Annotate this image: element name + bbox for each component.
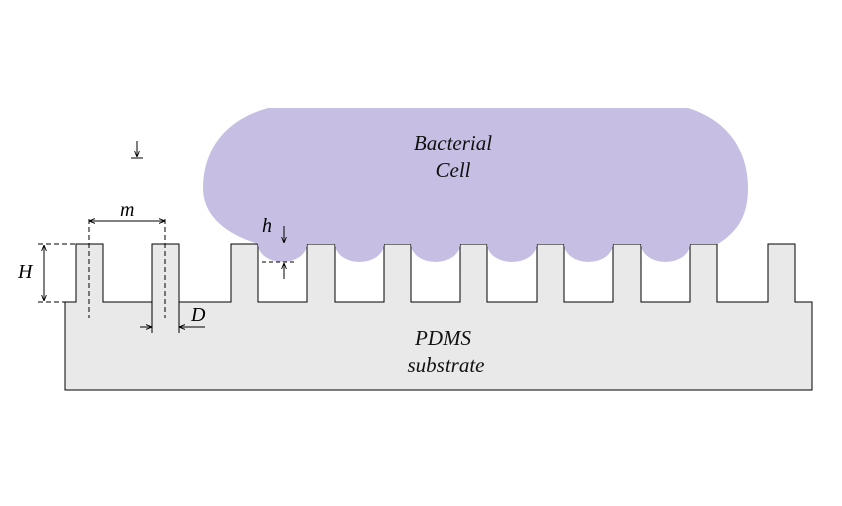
H-dimension [38,243,76,303]
small-down-arrow-icon [131,141,143,159]
D-label: D [190,304,206,326]
m-label: m [120,199,134,221]
membrane-bulge [258,244,307,262]
membrane-bulge [335,244,384,262]
h-label: h [262,215,272,237]
cell-label-line1: Bacterial [414,131,492,155]
h-dimension [262,226,294,279]
pdms-substrate [64,243,813,391]
m-dimension [88,219,166,318]
membrane-bulge [564,244,613,262]
D-dimension [140,302,205,333]
membrane-bulge [487,244,537,262]
substrate-label-line1: PDMS [414,326,471,350]
membrane-bulge [641,244,690,262]
cell-membrane-bulges [258,244,690,262]
bacterial-cell [203,108,748,244]
H-label: H [17,261,34,283]
membrane-bulge [411,244,460,262]
cell-label-line2: Cell [436,158,471,182]
substrate-label-line2: substrate [407,353,484,377]
